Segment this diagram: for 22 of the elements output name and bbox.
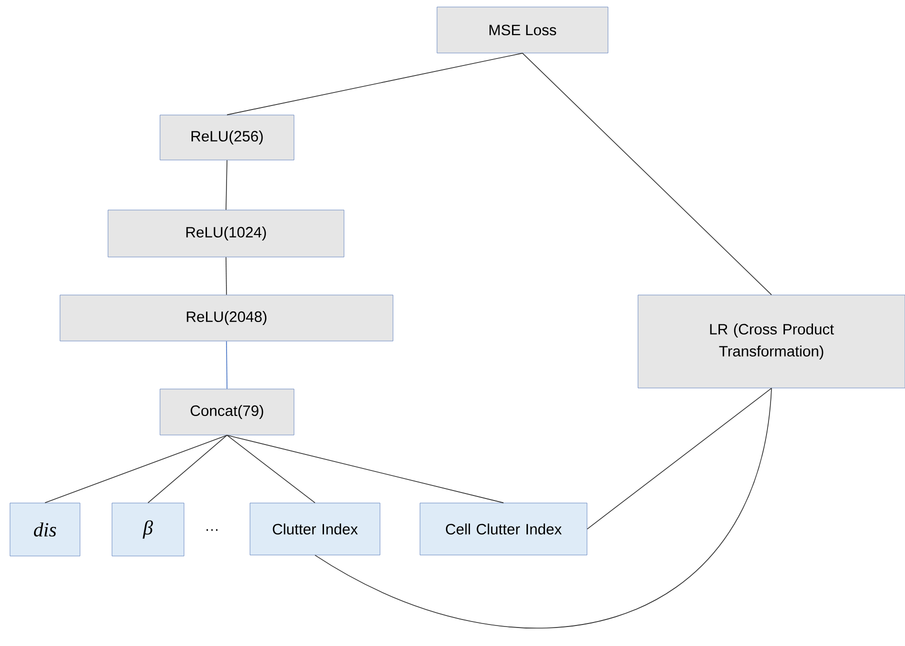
connector-line [226,434,504,504]
connector-line [44,434,228,504]
layer-box: ReLU(2048) [60,294,394,342]
connector-line [314,388,772,628]
connector-line [522,52,772,296]
layer-box: dis [10,502,80,556]
connector-line [226,160,228,210]
connector-line [226,434,316,504]
layer-box: Cell Clutter Index [420,502,588,556]
connector-line [226,256,227,296]
layer-box: MSE Loss [436,6,608,54]
connector-line [226,52,523,116]
connector-line [226,340,228,390]
layer-box: LR (Cross Product Transformation) [638,294,905,388]
layer-box: Clutter Index [250,502,380,556]
layer-box: β [112,502,184,556]
layer-box: Concat(79) [160,388,294,436]
connector-line [586,388,772,530]
ellipsis-text: … [206,529,218,531]
connector-line [148,434,228,504]
layer-box: ReLU(256) [160,114,294,160]
layer-box: ReLU(1024) [108,210,344,258]
